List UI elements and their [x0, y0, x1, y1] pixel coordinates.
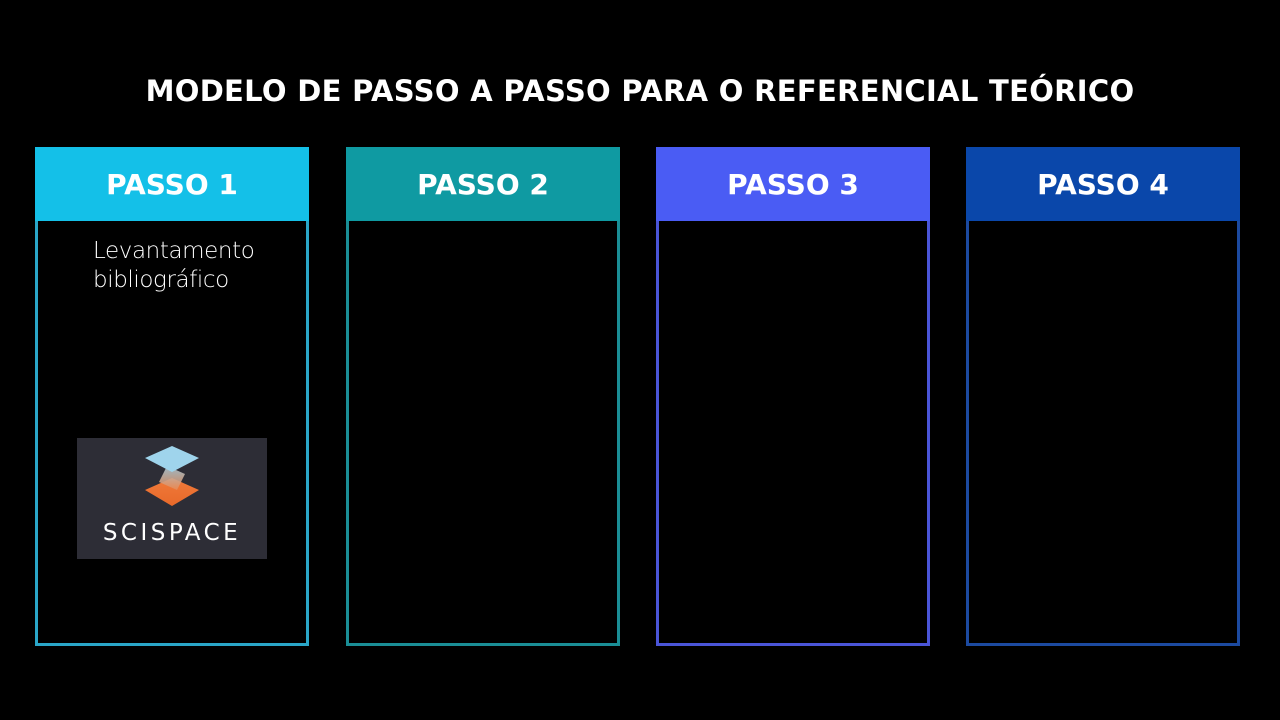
step-description: Levantamento bibliográfico	[93, 238, 255, 293]
step-card-2: PASSO 2	[346, 147, 620, 646]
step-card-1: PASSO 1 Levantamento bibliográfico SCISP…	[35, 147, 309, 646]
scispace-wordmark: SCISPACE	[102, 520, 242, 546]
step-label: PASSO 3	[727, 167, 859, 201]
step-label: PASSO 4	[1037, 167, 1169, 201]
step-label: PASSO 1	[106, 167, 238, 201]
page-title: MODELO DE PASSO A PASSO PARA O REFERENCI…	[145, 74, 1135, 108]
scispace-logo: SCISPACE	[77, 438, 267, 559]
step-body-4	[966, 221, 1240, 646]
step-header-3: PASSO 3	[656, 147, 930, 221]
step-body-3	[656, 221, 930, 646]
step-card-4: PASSO 4	[966, 147, 1240, 646]
step-label: PASSO 2	[417, 167, 549, 201]
step-card-3: PASSO 3	[656, 147, 930, 646]
scispace-layers-icon	[145, 446, 199, 506]
step-header-2: PASSO 2	[346, 147, 620, 221]
step-header-4: PASSO 4	[966, 147, 1240, 221]
step-body-1	[35, 221, 309, 646]
step-body-2	[346, 221, 620, 646]
step-header-1: PASSO 1	[35, 147, 309, 221]
